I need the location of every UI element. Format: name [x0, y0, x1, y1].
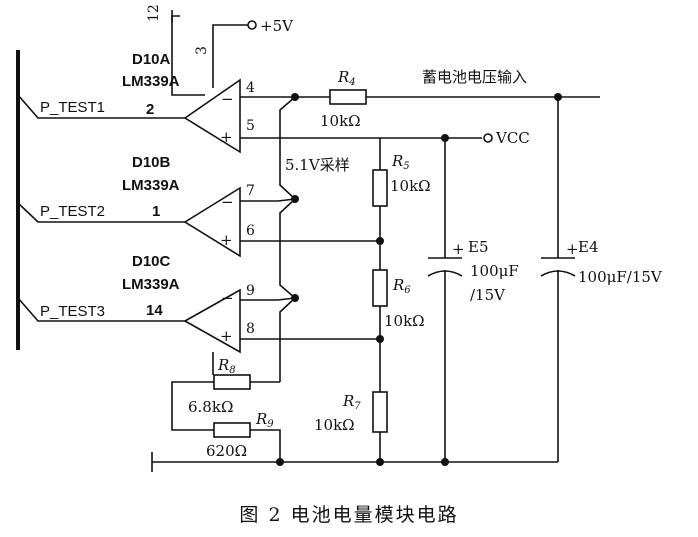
resistor-r7-value: 10kΩ — [314, 416, 355, 434]
battery-input-label: 蓄电池电压输入 — [422, 68, 527, 86]
cap-e5-plus: + — [452, 240, 465, 258]
comparator-2-plus: + — [220, 231, 233, 249]
cap-e4-plus: + — [566, 240, 579, 258]
signal-line-3 — [17, 297, 185, 322]
cap-e5-ref: E5 — [468, 238, 489, 256]
junction-gnd-3 — [441, 458, 449, 466]
junction-sense-low — [291, 294, 299, 302]
resistor-r5 — [372, 169, 388, 207]
comparator-1-part: LM339A — [122, 73, 180, 90]
sampling-note: 5.1V采样 — [285, 156, 350, 174]
comparator-2 — [183, 186, 241, 258]
figure-caption: 图 2 电池电量模块电路 — [239, 504, 459, 526]
comparator-2-part: LM339A — [122, 177, 180, 194]
vcc-terminal — [483, 133, 493, 143]
resistor-r5-ref: R5 — [391, 152, 410, 172]
resistor-r9-ref: R9 — [255, 410, 274, 430]
resistor-r8 — [213, 374, 251, 390]
r9-wire-right — [250, 429, 281, 462]
comparator-1-signal: P_TEST1 — [40, 99, 105, 116]
sense-line — [279, 96, 297, 382]
junction-r5-r6 — [376, 237, 384, 245]
signal-line-1 — [17, 94, 185, 119]
comparator-2-ref: D10B — [132, 154, 171, 171]
junction-gnd-2 — [376, 458, 384, 466]
cap-e4-value: 100μF/15V — [578, 268, 663, 286]
resistor-r6-value: 10kΩ — [384, 312, 425, 330]
comparator-2-minus: − — [221, 193, 234, 211]
pin-label-6: 6 — [246, 223, 255, 239]
comparator-1-ref: D10A — [132, 51, 171, 68]
cap-e5-value: 100μF — [470, 262, 519, 280]
pin-label-12: 12 — [146, 4, 162, 22]
resistor-r6 — [372, 269, 388, 307]
pin-label-5: 5 — [246, 118, 255, 134]
cap-e4-ref: E4 — [578, 238, 599, 256]
resistor-r6-ref: R6 — [392, 276, 411, 296]
resistor-r5-value: 10kΩ — [390, 177, 431, 195]
vplus-label: +5V — [260, 17, 294, 35]
pin-label-3: 3 — [194, 46, 210, 55]
resistor-r7-ref: R7 — [342, 392, 361, 412]
junction-vcc — [441, 134, 449, 142]
vplus-pin-3-wire — [212, 24, 248, 88]
vcc-label: VCC — [495, 129, 530, 147]
resistor-r4 — [329, 89, 367, 105]
resistor-r9-value: 620Ω — [206, 442, 247, 460]
resistor-r7 — [372, 391, 388, 433]
comparator-2-signal: P_TEST2 — [40, 203, 105, 220]
pin-label-9: 9 — [246, 283, 255, 299]
comparator-1-minus: − — [221, 90, 234, 108]
junction-gnd-1 — [276, 458, 284, 466]
resistor-r4-ref: R4 — [337, 68, 356, 88]
pin-label-8: 8 — [246, 321, 255, 337]
comparator-3-part: LM339A — [122, 276, 180, 293]
comparator-2-out-pin: 1 — [152, 203, 160, 220]
ground-pin-12-wire — [171, 15, 205, 96]
r8-wire-left — [171, 381, 214, 431]
pin-label-4: 4 — [246, 80, 255, 96]
junction-r6-r7 — [376, 335, 384, 343]
resistor-r8-ref: R8 — [217, 356, 236, 376]
resistor-r8-value: 6.8kΩ — [188, 398, 233, 416]
resistor-r9 — [213, 422, 251, 438]
pin-label-7: 7 — [246, 183, 255, 199]
cap-e5-rating: /15V — [470, 286, 506, 304]
comparator-3-signal: P_TEST3 — [40, 303, 105, 320]
vplus-terminal — [247, 20, 257, 30]
signal-line-2 — [17, 202, 185, 223]
comparator-3 — [183, 288, 241, 354]
comparator-3-ref: D10C — [132, 253, 171, 270]
resistor-r4-value: 10kΩ — [320, 112, 361, 130]
comparator-1-out-pin: 2 — [146, 101, 154, 118]
comparator-3-out-pin: 14 — [146, 302, 163, 319]
junction-sense-mid — [291, 195, 299, 203]
comparator-3-minus: − — [221, 289, 234, 307]
comparator-3-plus: + — [220, 327, 233, 345]
pin-7-wire — [240, 198, 296, 202]
comparator-1 — [183, 78, 241, 154]
comparator-1-plus: + — [220, 128, 233, 146]
pin-9-wire — [240, 297, 296, 301]
